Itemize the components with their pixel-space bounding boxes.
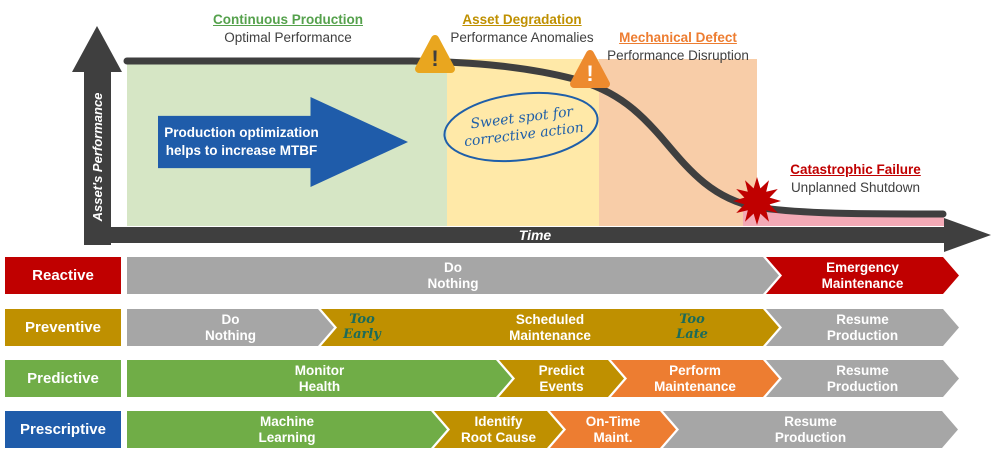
segment-prescriptive-resume-production: Resume Production	[663, 411, 958, 448]
strategy-row-predictive: Predictive Monitor Health Predict Events…	[5, 360, 996, 397]
exclamation-glyph: !	[431, 46, 438, 71]
too-early-annotation: Too Early	[343, 312, 381, 342]
row-label-predictive: Predictive	[5, 360, 121, 397]
preventive-track: Do Nothing Scheduled Maintenance Resume …	[127, 309, 996, 346]
performance-chart: Time Asset's Performance ! !	[72, 26, 991, 252]
segment-prescriptive-machine-learning: Machine Learning	[127, 411, 447, 448]
catastrophic-failure-starburst-icon	[733, 177, 781, 225]
zone-title: Catastrophic Failure	[790, 162, 921, 177]
zone-subtitle: Performance Disruption	[607, 48, 749, 64]
segment-predictive-resume-production: Resume Production	[766, 360, 959, 397]
sweet-spot-ellipse	[443, 91, 599, 163]
segment-predictive-predict-events: Predict Events	[499, 360, 624, 397]
y-axis-shaft	[84, 66, 111, 245]
segment-preventive-do-nothing: Do Nothing	[127, 309, 334, 346]
y-axis-label: Asset's Performance	[90, 93, 105, 223]
zone-title: Asset Degradation	[462, 12, 582, 27]
zone-title: Continuous Production	[213, 12, 363, 27]
x-axis-shaft	[84, 227, 946, 243]
segment-prescriptive-identify-root-cause: Identify Root Cause	[434, 411, 563, 448]
segment-prescriptive-on-time-maint: On-Time Maint.	[550, 411, 676, 448]
too-late-annotation: Too Late	[676, 312, 708, 342]
row-label-prescriptive: Prescriptive	[5, 411, 121, 448]
segment-predictive-perform-maintenance: Perform Maintenance	[611, 360, 779, 397]
predictive-track: Monitor Health Predict Events Perform Ma…	[127, 360, 996, 397]
x-axis-arrowhead	[944, 218, 991, 252]
zone-subtitle: Optimal Performance	[224, 30, 352, 46]
zone-label-continuous-production: Continuous Production Optimal Performanc…	[168, 11, 408, 47]
prescriptive-track: Machine Learning Identify Root Cause On-…	[127, 411, 996, 448]
production-optimization-text: Production optimization helps to increas…	[164, 125, 319, 158]
segment-preventive-scheduled-maintenance: Scheduled Maintenance	[321, 309, 779, 346]
strategy-row-prescriptive: Prescriptive Machine Learning Identify R…	[5, 411, 996, 448]
segment-reactive-emergency-maintenance: Emergency Maintenance	[766, 257, 959, 294]
zone-title: Mechanical Defect	[619, 30, 737, 45]
strategy-row-reactive: Reactive Do Nothing Emergency Maintenanc…	[5, 257, 996, 294]
strategy-row-preventive: Preventive Do Nothing Scheduled Maintena…	[5, 309, 996, 346]
warning-triangle-degradation-icon: !	[415, 35, 455, 73]
zone-subtitle: Performance Anomalies	[450, 30, 594, 46]
row-label-preventive: Preventive	[5, 309, 121, 346]
zone-label-catastrophic-failure: Catastrophic Failure Unplanned Shutdown	[773, 161, 938, 197]
warning-triangle-defect-icon: !	[570, 50, 610, 88]
zone-label-asset-degradation: Asset Degradation Performance Anomalies	[442, 11, 602, 47]
segment-preventive-resume-production: Resume Production	[766, 309, 959, 346]
zone-label-mechanical-defect: Mechanical Defect Performance Disruption	[598, 29, 758, 65]
reactive-track: Do Nothing Emergency Maintenance	[127, 257, 996, 294]
x-axis-label: Time	[519, 227, 552, 243]
y-axis-arrowhead	[72, 26, 122, 72]
zone-subtitle: Unplanned Shutdown	[790, 180, 921, 196]
performance-curve	[123, 57, 947, 218]
segment-predictive-monitor-health: Monitor Health	[127, 360, 512, 397]
row-label-reactive: Reactive	[5, 257, 121, 294]
segment-reactive-do-nothing: Do Nothing	[127, 257, 779, 294]
exclamation-glyph: !	[586, 61, 593, 86]
